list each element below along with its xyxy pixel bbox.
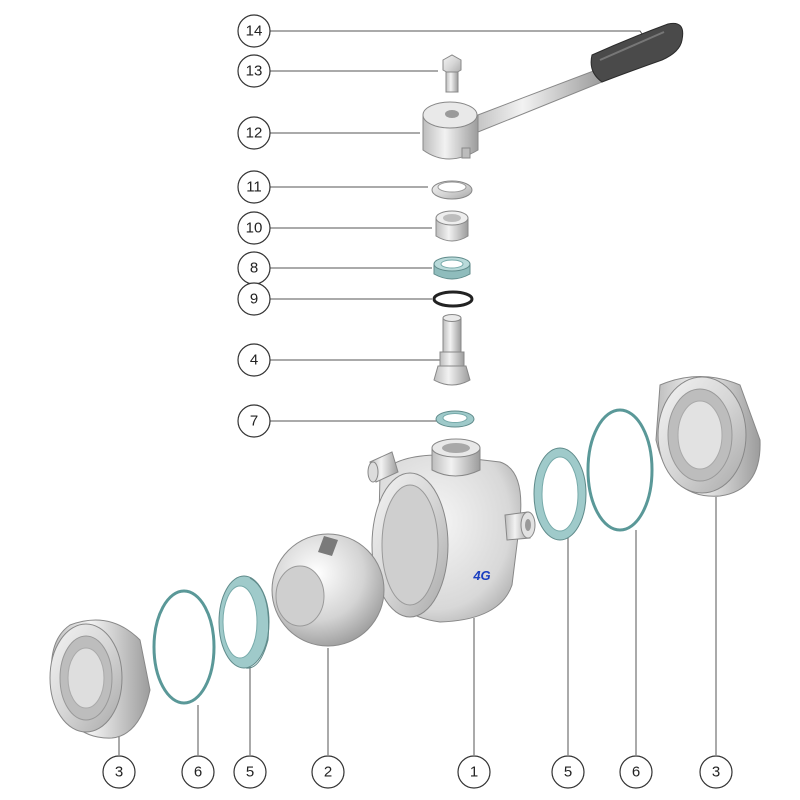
callout-4: 4 — [237, 343, 271, 377]
callout-9: 9 — [237, 282, 271, 316]
callout-bottom-3-right-label: 3 — [712, 764, 720, 781]
callout-bottom-5-left-label: 5 — [246, 764, 254, 781]
callout-12-label: 12 — [246, 125, 263, 142]
callout-14: 14 — [237, 14, 271, 48]
leader-14 — [270, 30, 646, 39]
seal-7 — [435, 410, 475, 428]
callout-10-label: 10 — [246, 220, 263, 237]
callout-bottom-6-right-label: 6 — [632, 764, 640, 781]
callout-bottom-6-left-label: 6 — [194, 764, 202, 781]
bushing-10 — [435, 210, 469, 242]
oring-right-6 — [586, 408, 654, 532]
callout-bottom-2-label: 2 — [324, 764, 332, 781]
callout-bottom-2: 2 — [311, 755, 345, 789]
oring-left-6 — [152, 589, 216, 705]
callout-4-label: 4 — [250, 352, 258, 369]
handle-hub — [422, 101, 479, 160]
callout-14-label: 14 — [246, 23, 263, 40]
callout-bottom-1-label: 1 — [470, 764, 478, 781]
stem-4 — [433, 314, 471, 386]
callout-bottom-5-right: 5 — [551, 755, 585, 789]
callout-13-label: 13 — [246, 63, 263, 80]
union-nut-right-3 — [655, 376, 761, 497]
callout-bottom-3-left: 3 — [102, 755, 136, 789]
callout-7: 7 — [237, 404, 271, 438]
callout-10: 10 — [237, 211, 271, 245]
callout-bottom-1: 1 — [457, 755, 491, 789]
callout-bottom-5-left: 5 — [233, 755, 267, 789]
callout-bottom-5-right-label: 5 — [564, 764, 572, 781]
callout-bottom-3-left-label: 3 — [115, 764, 123, 781]
callout-12: 12 — [237, 116, 271, 150]
leader-lines — [118, 30, 717, 755]
callout-8-label: 8 — [250, 260, 258, 277]
ring-11 — [431, 180, 473, 200]
callout-bottom-3-right: 3 — [699, 755, 733, 789]
handle-lever — [469, 22, 684, 133]
callout-13: 13 — [237, 54, 271, 88]
union-nut-left-3 — [49, 619, 151, 739]
seat-right-5 — [533, 447, 587, 541]
valve-body: 4G — [367, 438, 536, 623]
callout-11: 11 — [237, 170, 271, 204]
callout-9-label: 9 — [250, 291, 258, 308]
oring-9 — [432, 290, 474, 308]
callout-8: 8 — [237, 251, 271, 285]
ball-2 — [271, 533, 385, 647]
seal-8 — [433, 256, 471, 280]
body-logo: 4G — [472, 568, 490, 583]
callout-11-label: 11 — [246, 179, 262, 196]
screw — [442, 54, 462, 93]
callout-7-label: 7 — [250, 413, 258, 430]
seat-left-5 — [218, 575, 270, 669]
callout-bottom-6-left: 6 — [181, 755, 215, 789]
callout-bottom-6-right: 6 — [619, 755, 653, 789]
